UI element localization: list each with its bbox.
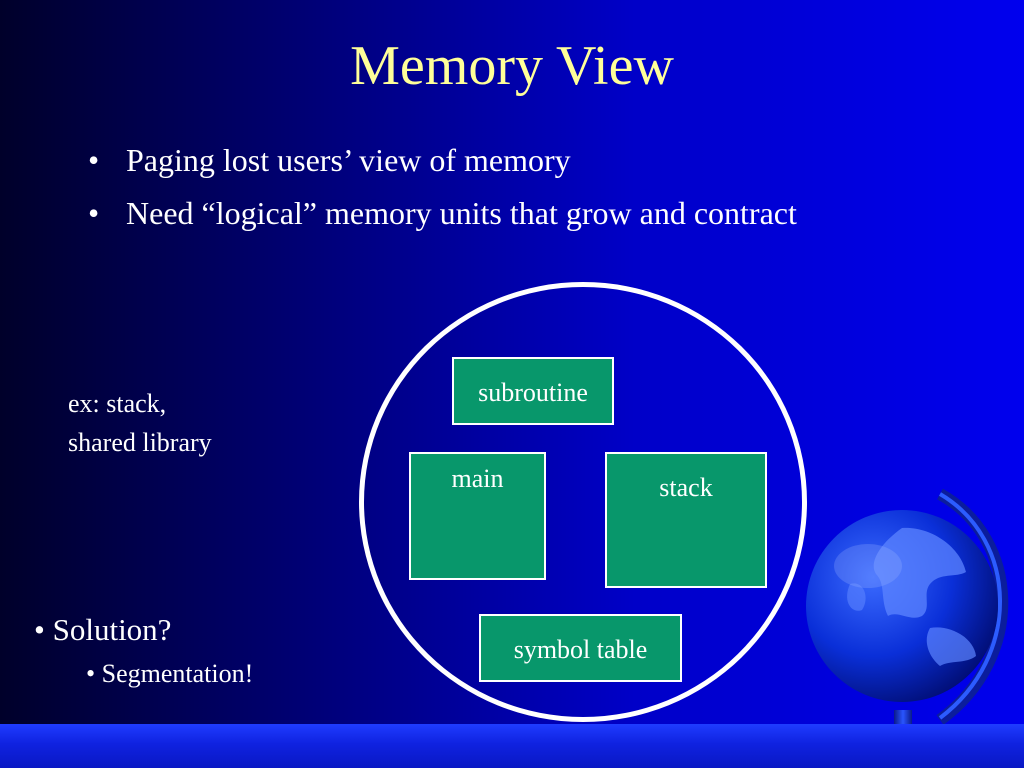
segment-stack: stack <box>605 452 767 588</box>
solution-answer: • Segmentation! <box>86 659 254 688</box>
bullet-text: Paging lost users’ view of memory <box>126 142 571 178</box>
memory-circle <box>359 282 807 722</box>
slide-title: Memory View <box>350 35 674 97</box>
bullet-item: • Paging lost users’ view of memory <box>86 140 846 181</box>
example-note: ex: stack, shared library <box>68 384 212 462</box>
solution-text: • Solution? <box>34 612 172 647</box>
globe-icon <box>806 488 1009 744</box>
example-line: shared library <box>68 428 212 457</box>
bullet-icon: • <box>88 142 100 178</box>
bullet-icon: • <box>88 195 100 231</box>
segment-symbol-table: symbol table <box>479 614 682 682</box>
segment-subroutine: subroutine <box>452 357 614 425</box>
footer-bar <box>0 724 1024 768</box>
bullet-list: • Paging lost users’ view of memory • Ne… <box>86 140 846 246</box>
bullet-text: Need “logical” memory units that grow an… <box>126 195 797 231</box>
segment-main: main <box>409 452 546 580</box>
example-line: ex: stack, <box>68 389 167 418</box>
bullet-item: • Need “logical” memory units that grow … <box>86 193 846 234</box>
